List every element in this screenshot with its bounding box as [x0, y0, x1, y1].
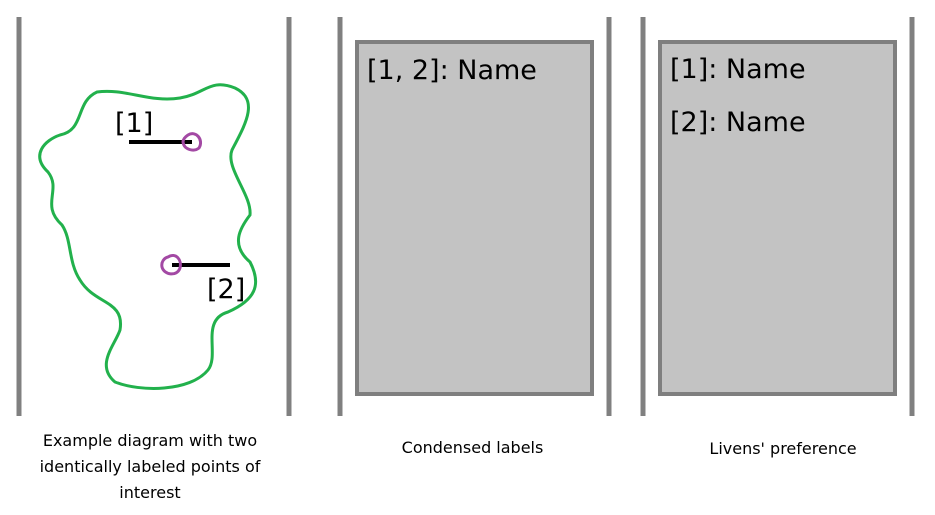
point-marker-2 — [160, 253, 182, 276]
point-marker-1 — [181, 132, 203, 152]
point-label-2: [2] — [207, 274, 245, 305]
left-panel-caption: Example diagram with two identically lab… — [39, 431, 261, 502]
middle-panel-caption: Condensed labels — [401, 438, 544, 457]
point-label-1: [1] — [115, 108, 153, 139]
preferred-entry-2: [2]: Name — [670, 107, 806, 138]
condensed-entry: [1, 2]: Name — [367, 55, 537, 86]
preferred-entry-1: [1]: Name — [670, 54, 806, 85]
right-panel-caption: Livens' preference — [709, 439, 857, 458]
region-outline — [38, 83, 258, 390]
condensed-legend-box — [355, 40, 594, 396]
preferred-legend-box — [658, 40, 897, 396]
